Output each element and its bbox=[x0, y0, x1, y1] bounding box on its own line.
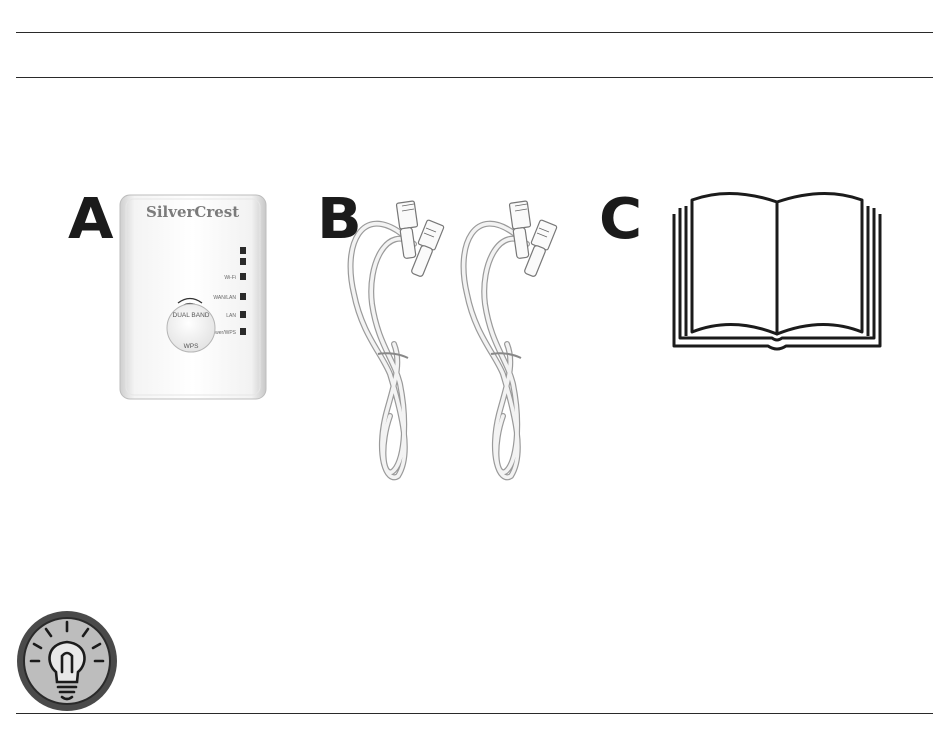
lightbulb-icon bbox=[14, 608, 120, 714]
label-c: C bbox=[599, 192, 642, 248]
indicator-wifi-label: Wi-Fi bbox=[224, 275, 236, 281]
header-rule-top bbox=[16, 32, 933, 33]
wifi-repeater-device: SilverCrest Wi-Fi WAN/LAN LAN Power/WPS … bbox=[112, 191, 272, 401]
device-wps-label: WPS bbox=[184, 343, 199, 350]
device-dual-band-label: DUAL BAND bbox=[173, 312, 210, 319]
footer-rule bbox=[16, 713, 933, 714]
header-rule-second bbox=[16, 77, 933, 78]
label-a: A bbox=[68, 192, 114, 248]
indicator-wanlan-label: WAN/LAN bbox=[213, 295, 236, 301]
network-cable-icon bbox=[455, 184, 565, 484]
open-book-icon bbox=[668, 186, 886, 354]
network-cable-icon bbox=[342, 184, 452, 484]
device-brand: SilverCrest bbox=[146, 203, 239, 221]
indicator-lan-label: LAN bbox=[226, 313, 236, 319]
